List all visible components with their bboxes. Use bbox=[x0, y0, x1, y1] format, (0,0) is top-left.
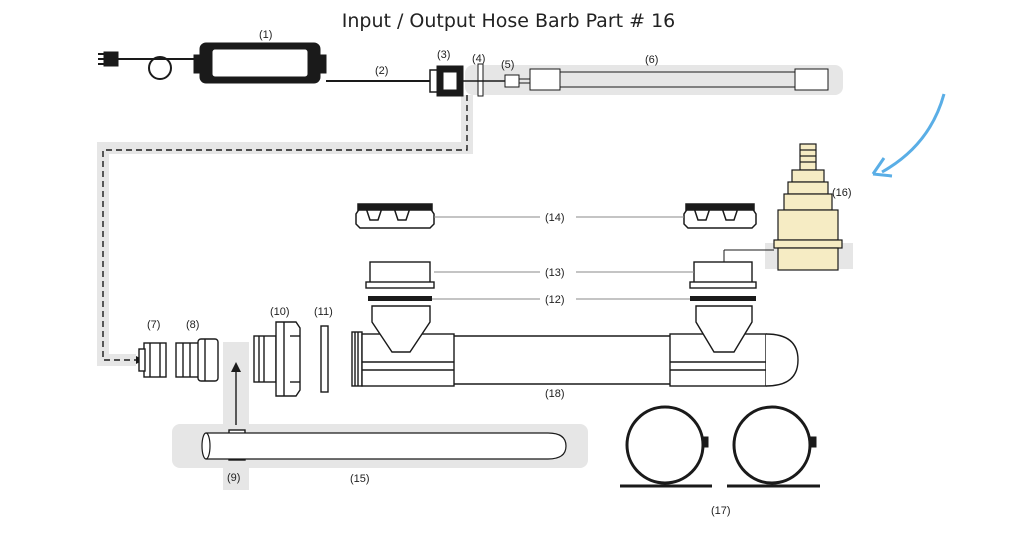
quartz-sleeve bbox=[201, 432, 567, 460]
label-part-5: (5) bbox=[501, 59, 514, 71]
label-part-18: (18) bbox=[545, 388, 565, 400]
label-part-1: (1) bbox=[259, 29, 272, 41]
label-part-16: (16) bbox=[832, 187, 852, 199]
label-part-13: (13) bbox=[545, 267, 565, 279]
seal-ring-left bbox=[368, 296, 432, 301]
label-part-11: (11) bbox=[314, 306, 333, 318]
union-cap-right bbox=[683, 203, 757, 229]
label-part-7: (7) bbox=[147, 319, 160, 331]
label-part-10: (10) bbox=[270, 306, 290, 318]
end-cap bbox=[253, 321, 301, 397]
insert-arrowhead bbox=[231, 362, 241, 372]
mounting-clamp-left bbox=[620, 405, 712, 488]
label-part-6: (6) bbox=[645, 54, 658, 66]
hose-barb bbox=[773, 143, 843, 271]
label-part-2: (2) bbox=[375, 65, 388, 77]
label-part-8: (8) bbox=[186, 319, 199, 331]
uv-lamp bbox=[529, 68, 829, 91]
lamp-pins bbox=[504, 74, 530, 88]
adapter bbox=[175, 338, 219, 382]
lamp-shade-area bbox=[465, 65, 843, 95]
label-part-14: (14) bbox=[545, 212, 565, 224]
label-part-4: (4) bbox=[472, 53, 485, 65]
diagram-title: Input / Output Hose Barb Part # 16 bbox=[341, 10, 676, 32]
cable-route-dashed bbox=[102, 95, 468, 361]
sensor-connector bbox=[138, 342, 167, 378]
uv-chamber bbox=[351, 305, 799, 387]
label-part-15: (15) bbox=[350, 473, 370, 485]
label-part-12: (12) bbox=[545, 294, 565, 306]
callout-arrow bbox=[871, 93, 946, 178]
ballast bbox=[193, 42, 327, 84]
label-part-3: (3) bbox=[437, 49, 450, 61]
label-part-17: (17) bbox=[711, 505, 731, 517]
seal-ring-right bbox=[690, 296, 756, 301]
o-ring bbox=[477, 63, 484, 97]
mounting-clamp-right bbox=[727, 405, 820, 488]
gasket bbox=[320, 325, 329, 393]
label-part-9: (9) bbox=[227, 472, 240, 484]
union-insert-right bbox=[689, 261, 757, 289]
power-plug bbox=[98, 51, 200, 80]
union-insert-left bbox=[365, 261, 435, 289]
union-cap-left bbox=[355, 203, 435, 229]
lamp-connector bbox=[429, 65, 464, 97]
